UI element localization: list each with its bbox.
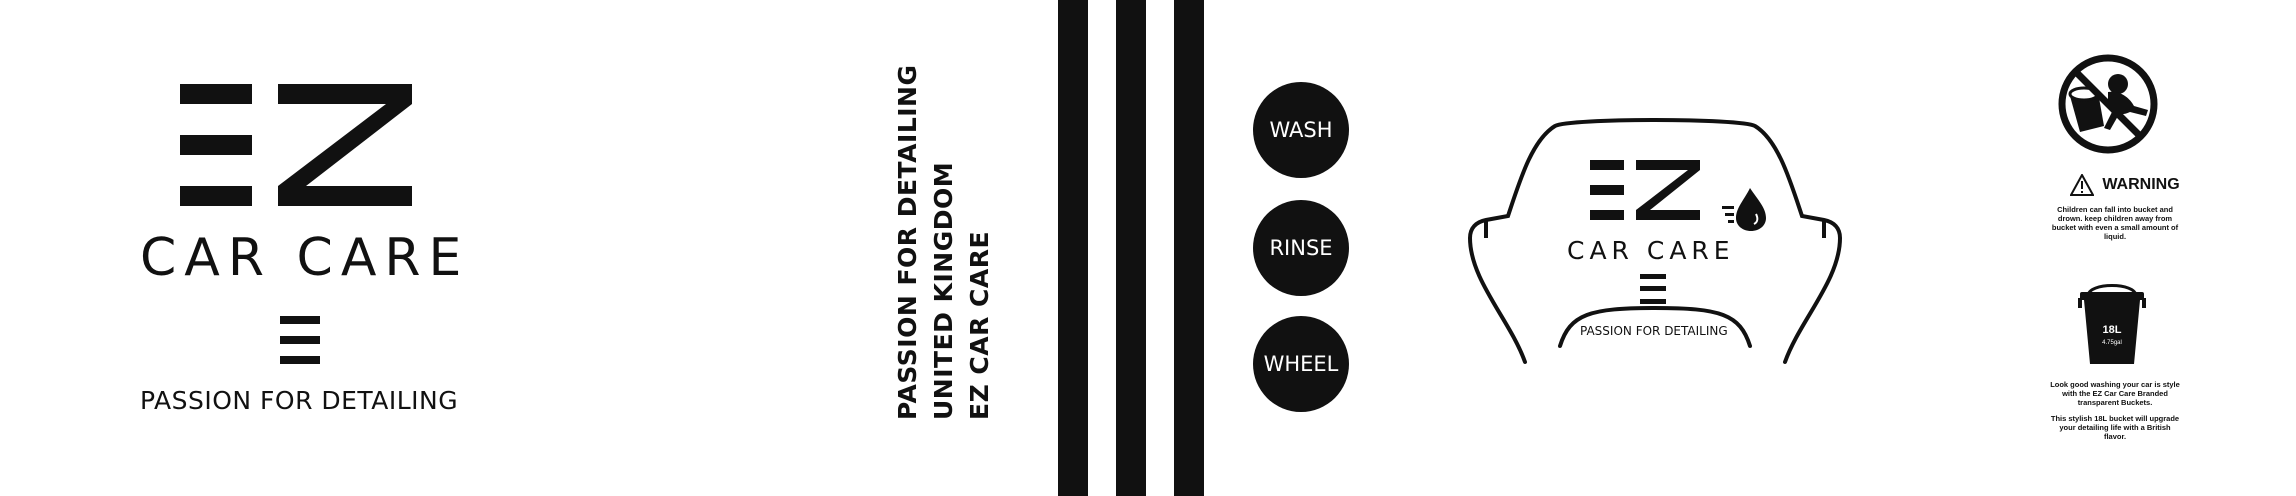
car-outline-icon xyxy=(1467,118,1843,364)
product-description-1: Look good washing your car is style with… xyxy=(2050,380,2180,407)
water-drop-icon xyxy=(1722,188,1766,231)
menu-bars-icon xyxy=(280,316,320,364)
warning-title: WARNING xyxy=(2102,176,2180,193)
badge-tagline: PASSION FOR DETAILING xyxy=(1580,324,1728,338)
stripe-1 xyxy=(1058,0,1088,496)
stripe-2 xyxy=(1116,0,1146,496)
bucket-volume: 18L xyxy=(2102,324,2122,336)
step-label: RINSE xyxy=(1269,236,1333,260)
step-wash: WASH xyxy=(1253,82,1349,178)
badge-brand-name: CAR CARE xyxy=(1567,236,1735,265)
warning-triangle-icon xyxy=(2070,174,2095,196)
brand-name: CAR CARE xyxy=(140,228,470,288)
tagline: PASSION FOR DETAILING xyxy=(140,386,459,415)
step-label: WHEEL xyxy=(1263,352,1339,376)
bucket-volume-gal: 4.75gal xyxy=(2102,340,2122,346)
bucket-icon xyxy=(2078,284,2146,364)
warning-header: WARNING xyxy=(2050,174,2200,196)
step-wheel: WHEEL xyxy=(1253,316,1349,412)
side-text-block: PASSION FOR DETAILING UNITED KINGDOM EZ … xyxy=(890,64,1030,421)
logo-main: CAR CARE PASSION FOR DETAILING xyxy=(0,0,640,496)
ez-logo-mark-small xyxy=(1590,160,1700,220)
product-description-2: This stylish 18L bucket will upgrade you… xyxy=(2050,414,2180,441)
step-rinse: RINSE xyxy=(1253,200,1349,296)
step-label: WASH xyxy=(1269,118,1333,142)
side-text-line-3: PASSION FOR DETAILING xyxy=(893,64,922,421)
ez-logo-mark xyxy=(180,84,412,206)
side-text-line-2: UNITED KINGDOM xyxy=(929,161,958,420)
menu-bars-icon xyxy=(1640,274,1666,304)
no-child-icon xyxy=(2058,54,2158,154)
warning-message: Children can fall into bucket and drown.… xyxy=(2051,205,2179,241)
car-badge: CAR CARE PASSION FOR DETAILING xyxy=(1460,110,1850,380)
side-text-line-1: EZ CAR CARE xyxy=(965,230,994,420)
stripe-3 xyxy=(1174,0,1204,496)
